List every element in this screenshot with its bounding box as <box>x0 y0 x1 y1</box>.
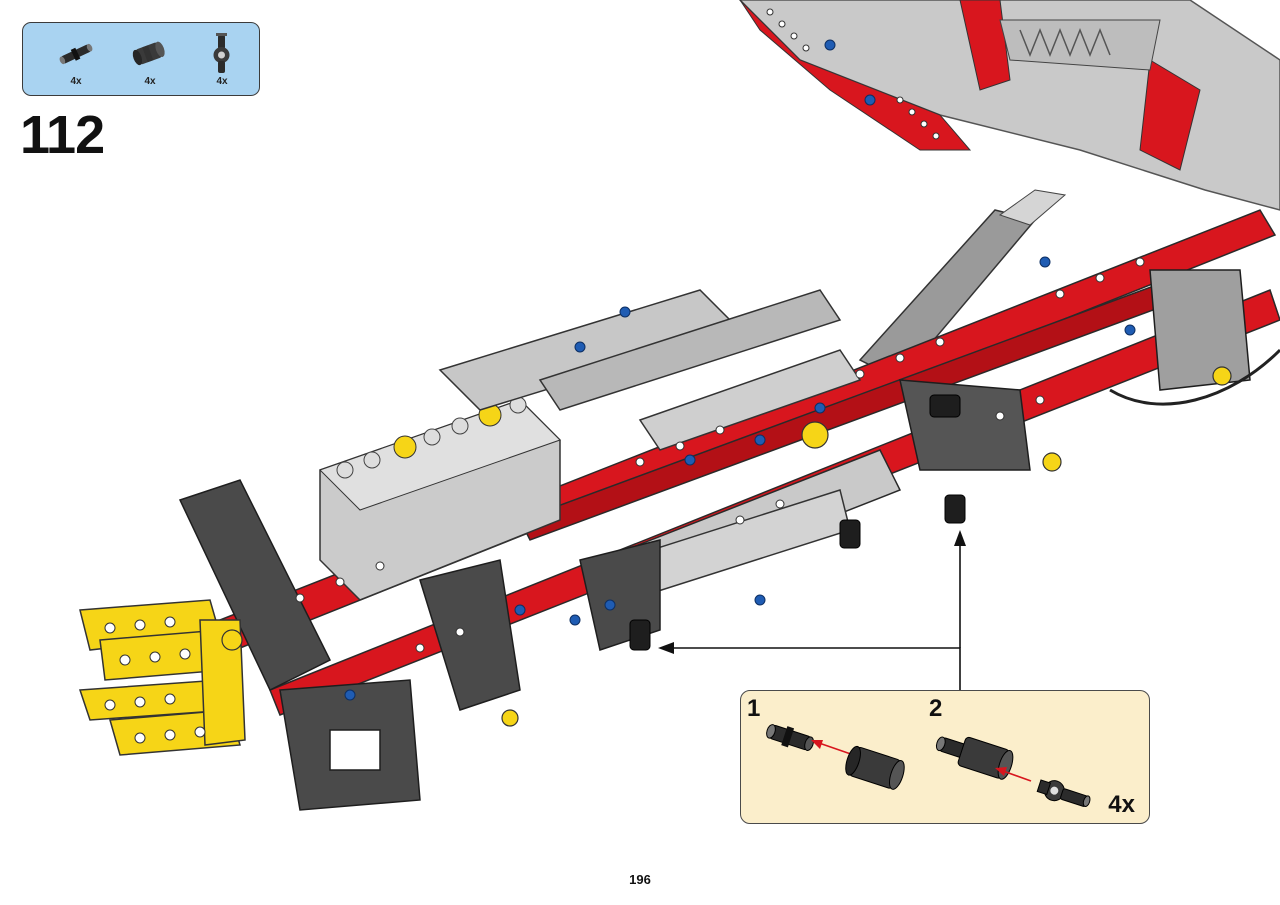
connector-placements <box>629 394 966 651</box>
page-number: 196 <box>629 872 651 887</box>
callout-illustration <box>766 724 1091 807</box>
perpendicular-connector-part <box>1036 779 1091 807</box>
cable <box>1109 348 1280 406</box>
parts-item-qty: 4x <box>144 76 156 87</box>
parts-item-qty: 4x <box>216 76 228 87</box>
blue-pins <box>344 39 1136 701</box>
dark-frame-parts <box>178 269 1251 811</box>
parts-item-perpendicular-connector: 4x <box>197 31 247 91</box>
parts-item-axle-connector: 4x <box>125 31 175 91</box>
yellow-gears <box>221 366 1232 727</box>
placement-arrows <box>666 540 961 690</box>
parts-list-box: 4x 4x 4x <box>22 22 260 96</box>
beam-holes <box>295 257 1145 653</box>
parts-item-qty: 4x <box>70 76 82 87</box>
step-number: 112 <box>20 105 105 165</box>
upper-gray-beams <box>438 289 862 601</box>
red-arrow-head <box>811 740 823 749</box>
yellow-beams <box>78 599 246 756</box>
arrow-head-up <box>954 530 966 546</box>
perpendicular-connector-icon <box>213 33 230 73</box>
arrow-head-left <box>658 642 674 654</box>
parts-item-axle-pin: 4x <box>51 31 101 91</box>
callout-quantity: 4x <box>1108 791 1135 818</box>
pin-part-1 <box>766 724 814 751</box>
axle-connector-icon <box>132 41 165 66</box>
red-arrow-2 <box>1002 770 1032 782</box>
red-arrow-head <box>995 767 1007 776</box>
sub-step-number: 2 <box>929 695 943 722</box>
connector-part-1 <box>845 745 905 790</box>
engine-block <box>319 396 561 601</box>
sub-assembly-callout: 1 2 <box>740 690 1150 824</box>
sub-step-number: 1 <box>747 695 761 722</box>
axle-pin-icon <box>59 43 93 65</box>
dump-bed <box>738 0 1280 211</box>
